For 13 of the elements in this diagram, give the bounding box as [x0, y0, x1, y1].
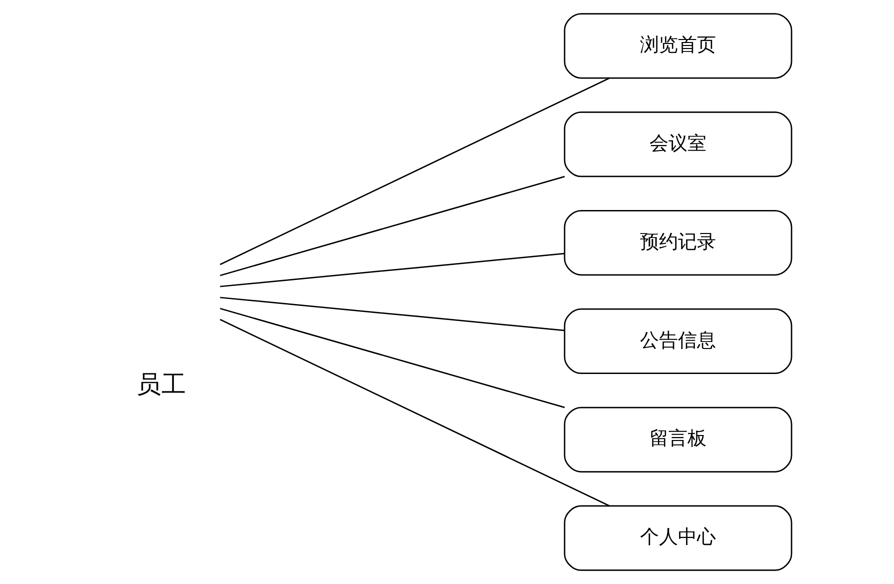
connector [220, 176, 565, 276]
node-box: 公告信息 [564, 308, 792, 374]
connector [220, 252, 564, 288]
node-box: 预约记录 [564, 210, 792, 276]
node-box: 浏览首页 [564, 13, 792, 79]
connector [220, 77, 610, 266]
connector [220, 308, 565, 408]
node-box: 留言板 [564, 406, 792, 472]
node-box: 个人中心 [564, 505, 792, 571]
node-box: 会议室 [564, 112, 792, 178]
node-text: 员工 [136, 369, 186, 398]
connector [220, 296, 564, 332]
connector [220, 318, 610, 507]
